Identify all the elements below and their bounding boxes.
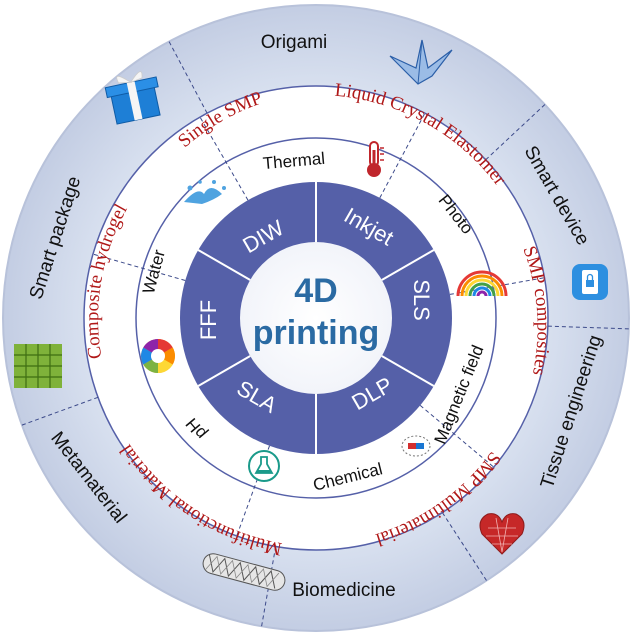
method-label-fff: FFF — [196, 300, 221, 340]
center-title-line1: 4D — [294, 272, 337, 310]
application-label-origami: Origami — [261, 32, 328, 53]
flask-icon — [248, 450, 280, 482]
heart-scaffold-icon — [479, 513, 525, 555]
method-divider — [381, 355, 435, 387]
magnet-icon — [401, 435, 431, 457]
smartphone-lock-icon — [572, 264, 608, 300]
lattice-cube-icon — [14, 344, 62, 388]
material-divider — [419, 405, 495, 468]
application-label-biomedicine: Biomedicine — [292, 580, 396, 601]
method-divider — [197, 355, 251, 387]
rainbow-icon — [456, 270, 508, 297]
method-divider — [381, 249, 435, 281]
paper-crane-icon — [389, 39, 453, 85]
material-divider — [379, 112, 426, 199]
method-dividers — [197, 182, 435, 454]
material-divider — [199, 116, 249, 201]
gift-box-icon — [104, 71, 161, 125]
method-divider — [197, 249, 251, 281]
material-divider — [92, 253, 186, 281]
ph-color-wheel-icon — [141, 339, 175, 373]
thermometer-icon — [367, 141, 384, 177]
water-splash-icon — [184, 180, 226, 204]
method-label-sls: SLS — [409, 279, 434, 321]
center-disc — [240, 242, 392, 394]
center-title-line2: printing — [253, 314, 380, 352]
stent-icon — [202, 553, 286, 591]
